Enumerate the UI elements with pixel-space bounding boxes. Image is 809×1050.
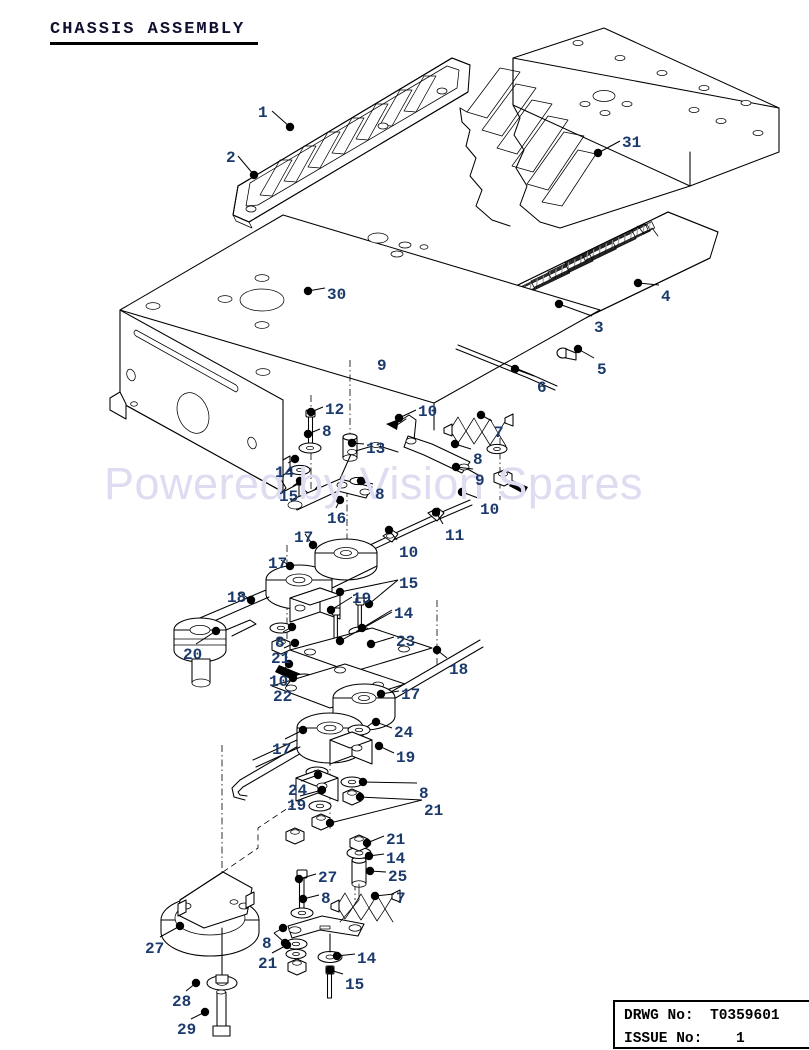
- callout-number-8: 8: [473, 451, 483, 469]
- callout-number-15: 15: [345, 976, 365, 994]
- callout-number-12: 12: [325, 401, 345, 419]
- callout-number-21: 21: [424, 802, 444, 820]
- issue-number-label: ISSUE No:: [624, 1030, 703, 1047]
- callout-number-19: 19: [352, 590, 372, 608]
- callout-number-22: 22: [273, 688, 293, 706]
- callout-number-17: 17: [294, 529, 314, 547]
- callout-number-8: 8: [419, 785, 429, 803]
- issue-number-value: 1: [736, 1030, 745, 1047]
- callout-number-10: 10: [399, 544, 419, 562]
- callout-number-13: 13: [366, 440, 386, 458]
- callout-number-31: 31: [622, 134, 642, 152]
- title-block: DRWG No: T0359601 ISSUE No: 1: [613, 1000, 809, 1049]
- main-chassis-box: [109, 214, 601, 496]
- callout-number-1: 1: [258, 104, 268, 122]
- callout-number-24: 24: [394, 724, 414, 742]
- rear-deck-plate: [459, 27, 780, 229]
- callout-number-10: 10: [269, 673, 289, 691]
- sheet-title-group: CHASSIS ASSEMBLY: [50, 20, 258, 45]
- callout-number-18: 18: [449, 661, 469, 679]
- callout-number-15: 15: [399, 575, 419, 593]
- callout-number-28: 28: [172, 993, 192, 1011]
- callout-number-7: 7: [396, 890, 406, 908]
- mid-bracket-plate-cluster: [269, 587, 433, 709]
- lower-pulley-assembly: [252, 683, 396, 831]
- callout-number-14: 14: [275, 464, 295, 482]
- callout-number-27: 27: [318, 869, 338, 887]
- callout-number-14: 14: [386, 850, 406, 868]
- callout-number-27: 27: [145, 940, 165, 958]
- callout-number-24: 24: [288, 782, 308, 800]
- left-footplate: [232, 57, 471, 229]
- lower-hardware-cluster: [284, 827, 401, 999]
- callout-number-8: 8: [375, 486, 385, 504]
- drawing-number-value: T0359601: [710, 1007, 780, 1024]
- callout-number-10: 10: [480, 501, 500, 519]
- callout-number-21: 21: [386, 831, 406, 849]
- callout-number-17: 17: [401, 686, 421, 704]
- callout-number-25: 25: [388, 868, 408, 886]
- callout-number-15: 15: [279, 488, 299, 506]
- callout-number-8: 8: [275, 634, 285, 652]
- callout-number-23: 23: [396, 633, 416, 651]
- drawing-number-row: DRWG No: T0359601: [615, 1004, 809, 1027]
- callout-number-16: 16: [327, 510, 347, 528]
- callout-number-19: 19: [287, 797, 307, 815]
- callout-number-21: 21: [271, 650, 291, 668]
- callout-number-14: 14: [394, 605, 414, 623]
- callout-number-21: 21: [258, 955, 278, 973]
- callout-number-30: 30: [327, 286, 347, 304]
- title-underline: [50, 42, 258, 45]
- callout-number-4: 4: [661, 288, 671, 306]
- callout-number-5: 5: [597, 361, 607, 379]
- issue-number-row: ISSUE No: 1: [615, 1027, 809, 1050]
- callout-number-6: 6: [537, 379, 547, 397]
- callout-number-17: 17: [272, 741, 292, 759]
- callout-number-18: 18: [227, 589, 247, 607]
- bottom-pulley-housing: [160, 799, 301, 1037]
- callout-number-8: 8: [321, 890, 331, 908]
- drawing-number-label: DRWG No:: [624, 1007, 694, 1024]
- callout-number-19: 19: [396, 749, 416, 767]
- callout-number-17: 17: [268, 555, 288, 573]
- callout-number-11: 11: [445, 527, 465, 545]
- callout-number-20: 20: [183, 646, 203, 664]
- callout-number-8: 8: [262, 935, 272, 953]
- page-title: CHASSIS ASSEMBLY: [50, 20, 246, 39]
- callout-number-7: 7: [494, 424, 504, 442]
- callout-number-3: 3: [594, 319, 604, 337]
- callout-number-9: 9: [475, 472, 485, 490]
- callout-number-2: 2: [226, 149, 236, 167]
- callout-number-9: 9: [377, 357, 387, 375]
- callout-leader-lines: [159, 110, 660, 1020]
- callout-number-10: 10: [418, 403, 438, 421]
- callout-number-14: 14: [357, 950, 377, 968]
- callout-number-29: 29: [177, 1021, 197, 1039]
- callout-number-8: 8: [322, 423, 332, 441]
